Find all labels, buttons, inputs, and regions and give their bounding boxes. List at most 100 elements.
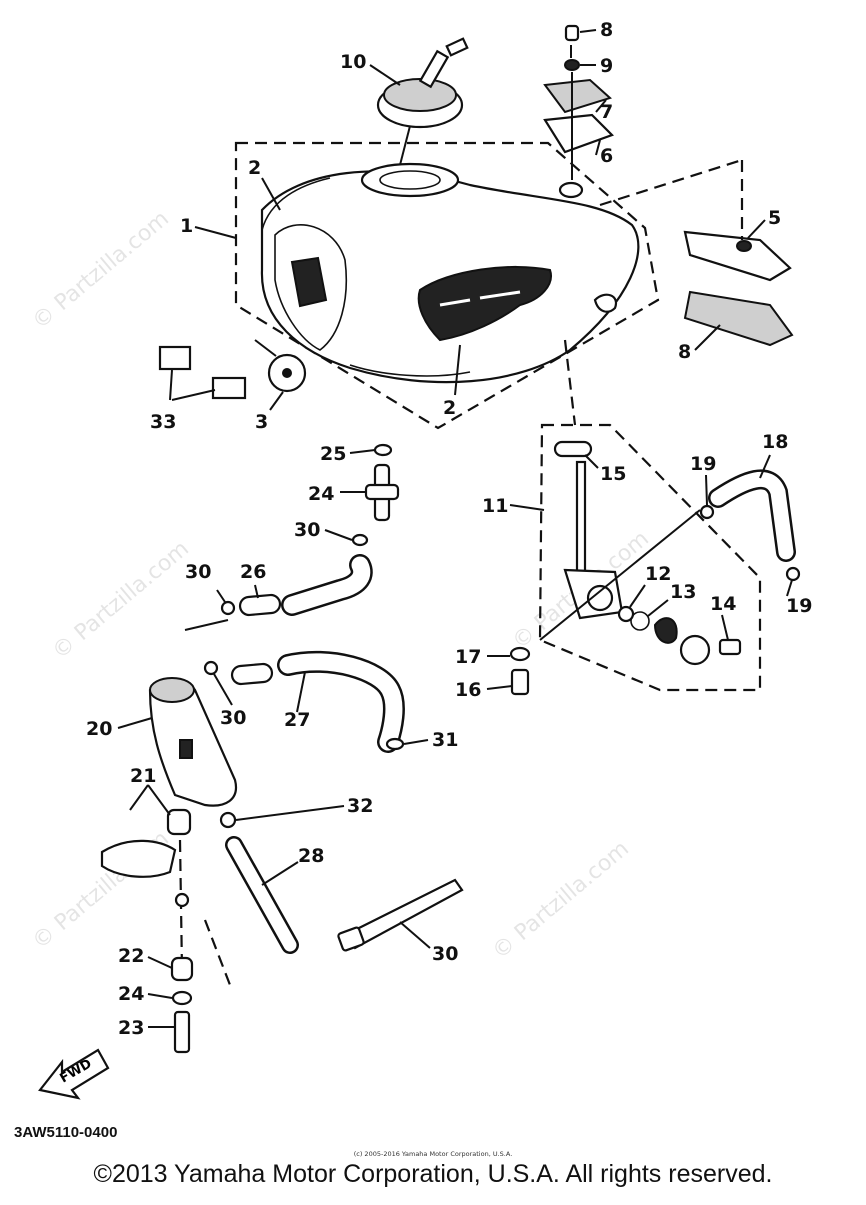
callout-7: 8: [678, 341, 691, 363]
leader-line-18: [759, 454, 771, 479]
damper-hole: [282, 368, 292, 378]
callout-25: 24: [308, 483, 334, 505]
copyright-notice: ©2013 Yamaha Motor Corporation, U.S.A. A…: [93, 1160, 773, 1188]
collar: [174, 892, 190, 908]
leader-line-31: [235, 805, 345, 821]
bolt-8: [564, 24, 580, 42]
fuel-cock-lever-seat: [586, 584, 614, 612]
callout-3: 3: [255, 411, 268, 433]
callout-1: 1: [180, 215, 193, 237]
drain-parts: [509, 646, 531, 696]
watermark: © Partzilla.com: [28, 206, 174, 334]
tank-damper-decals: [158, 339, 307, 400]
callout-5: 6: [600, 145, 613, 167]
damper-21: [166, 808, 192, 836]
lever-cover: [653, 617, 678, 644]
leader-line-19a: [705, 474, 708, 506]
fuel-cock-group: [538, 339, 762, 692]
callout-22: 22: [118, 945, 144, 967]
leader-line-22: [147, 956, 173, 969]
callout-30-left: 30: [185, 561, 211, 583]
rear-bracket-group: [599, 158, 794, 347]
hose-28-fill: [279, 653, 403, 751]
clip-30d: [385, 737, 405, 751]
filler-opening: [379, 170, 441, 190]
frame-bracket: [100, 839, 177, 878]
callout-30-mid: 30: [220, 707, 246, 729]
leader-line-26: [349, 449, 376, 454]
tank-rear-tab: [593, 293, 618, 313]
hose-18-fill: [710, 471, 794, 560]
leader-line: [539, 509, 701, 641]
callout-labels: 8 9 7 6 5 8 10 1 2 2 3 33 11 15 19 18 19…: [86, 19, 812, 1039]
leader-line-6: [595, 99, 607, 113]
tank-assembly-outline: [234, 141, 660, 430]
damper-plate-7: [683, 290, 794, 347]
filler-neck: [360, 162, 460, 198]
collar-22: [170, 956, 194, 982]
leader-line-12: [629, 584, 646, 608]
tank-bracket-4: [683, 230, 792, 282]
callout-4: 5: [768, 207, 781, 229]
lever-plate: [679, 634, 711, 666]
callout-17: 17: [455, 646, 481, 668]
decal-stripe-line: [261, 177, 331, 231]
callout-32: 30: [432, 943, 458, 965]
seal-13: [630, 611, 650, 631]
leader-line-13: [647, 599, 669, 617]
callout-30-upper: 30: [294, 519, 320, 541]
leader-line-3: [269, 391, 284, 411]
callout-11: 11: [482, 495, 508, 517]
fuel-tank-group: [234, 141, 660, 430]
leader-line-30c: [213, 673, 233, 706]
leader-line-14: [721, 614, 729, 641]
leader-line-20: [117, 717, 153, 729]
dashed-leader: [599, 158, 744, 240]
small-copyright: (c) 2005-2016 Yamaha Motor Corporation, …: [353, 1150, 513, 1158]
washer-17: [509, 646, 531, 662]
leader-line-10: [369, 64, 401, 86]
callout-12: 12: [645, 563, 671, 585]
pump-hose-group: [100, 443, 464, 1054]
o-ring-26: [373, 443, 393, 457]
callout-2-top: 2: [248, 157, 261, 179]
leader-line-30d: [403, 739, 429, 745]
leader-line-30b: [216, 589, 226, 603]
leader-line: [254, 339, 277, 357]
callout-20: 20: [86, 718, 112, 740]
bracket-grommet: [558, 181, 584, 199]
callout-2-bottom: 2: [443, 397, 456, 419]
leader-line-33: [169, 369, 216, 401]
gasket-12: [617, 605, 635, 623]
callout-6: 7: [600, 101, 613, 123]
leader-line-16: [486, 685, 513, 690]
nipple-25-flange: [364, 483, 400, 501]
leader-line: [184, 619, 229, 631]
fuel-cap: [376, 37, 469, 166]
fuel-cap-top: [383, 78, 457, 112]
fuel-hose-18: [699, 469, 801, 582]
emblem-highlight: [439, 290, 521, 307]
clip-19a: [699, 504, 715, 520]
band-buckle: [337, 926, 365, 952]
leader-line: [399, 125, 411, 166]
leader-line-2b: [454, 344, 461, 396]
watermark: © Partzilla.com: [488, 836, 634, 964]
leader-line-2a: [261, 177, 281, 211]
callout-21: 21: [130, 765, 156, 787]
callout-15: 15: [600, 463, 626, 485]
bolt-23: [173, 1010, 191, 1054]
leader-line-1: [194, 226, 237, 239]
decal-33a: [158, 345, 192, 371]
diagram-code: 3AW5110-0400: [14, 1124, 118, 1141]
clip-30a: [351, 533, 369, 547]
leader-line-19b: [786, 579, 793, 597]
decal-33b: [211, 376, 247, 400]
callout-33: 33: [150, 411, 176, 433]
callout-19-bottom: 19: [786, 595, 812, 617]
dashed-leader: [203, 919, 232, 986]
fuel-pump-cap: [149, 677, 195, 703]
leader-line-11: [509, 504, 545, 511]
callout-14: 14: [710, 593, 736, 615]
callout-29: 28: [298, 845, 324, 867]
